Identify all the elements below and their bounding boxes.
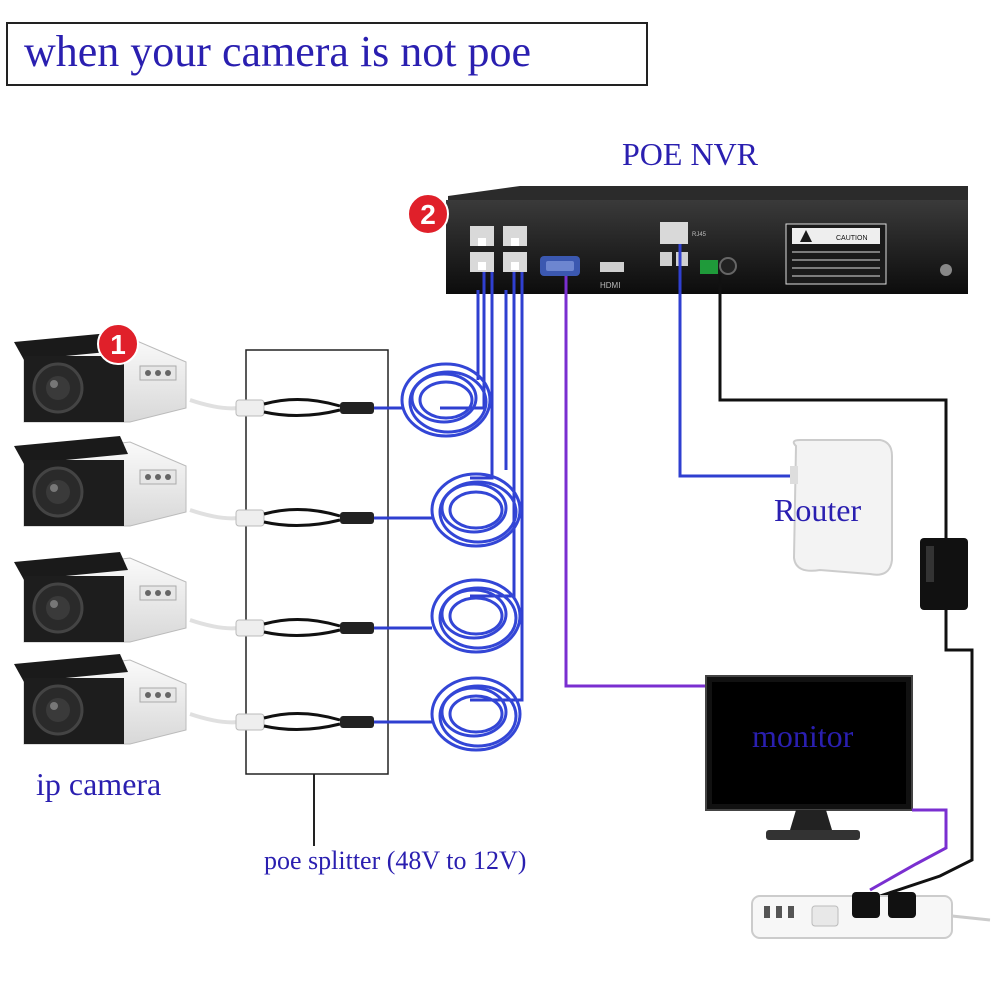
nvr-badge-number: 2 bbox=[420, 199, 436, 230]
poe-splitter-box bbox=[245, 349, 389, 775]
nvr-caution-label: CAUTION bbox=[785, 223, 887, 285]
nvr-hdmi-port: HDMI bbox=[600, 262, 624, 290]
ip-camera-3 bbox=[14, 552, 187, 643]
router-device bbox=[790, 439, 893, 576]
nvr-power-cable bbox=[718, 274, 948, 540]
nvr-terminal bbox=[700, 260, 718, 274]
cable-coil-3 bbox=[430, 578, 522, 654]
adapter-power-cable bbox=[879, 610, 974, 898]
monitor-power-cable bbox=[869, 808, 948, 892]
caution-text: CAUTION bbox=[836, 235, 868, 242]
ip-camera-2 bbox=[14, 436, 187, 527]
nvr-vga-port bbox=[540, 256, 580, 276]
cable-coil-4 bbox=[430, 676, 522, 752]
page-title: when your camera is not poe bbox=[24, 27, 532, 76]
monitor-device bbox=[705, 675, 913, 840]
nvr-device: HDMI RJ45 CAUTION bbox=[446, 186, 968, 294]
camera-badge: 1 bbox=[97, 323, 139, 365]
title-box bbox=[6, 22, 648, 86]
splitter-row-4 bbox=[189, 711, 432, 732]
poe-splitter-label: poe splitter (48V to 12V) bbox=[264, 846, 527, 875]
splitter-row-1 bbox=[189, 397, 402, 418]
vga-cable bbox=[564, 276, 708, 688]
cable-coil-2 bbox=[430, 472, 522, 548]
hdmi-label: HDMI bbox=[600, 281, 620, 290]
power-strip bbox=[751, 892, 991, 939]
splitter-row-2 bbox=[189, 507, 432, 528]
ip-camera-1 bbox=[14, 332, 187, 423]
nvr-ground-screw bbox=[940, 264, 952, 276]
ip-camera-label: ip camera bbox=[36, 766, 162, 802]
monitor-label: monitor bbox=[752, 718, 854, 754]
nvr-badge: 2 bbox=[407, 193, 449, 235]
poe-nvr-label: POE NVR bbox=[622, 136, 759, 172]
splitter-row-3 bbox=[189, 617, 432, 638]
nvr-poe-ports bbox=[470, 226, 527, 272]
cable-coil-1 bbox=[400, 362, 492, 438]
ip-cameras bbox=[14, 332, 187, 745]
router-label: Router bbox=[774, 492, 862, 528]
ip-camera-4 bbox=[14, 654, 187, 745]
power-adapter bbox=[920, 538, 968, 610]
cable-coils bbox=[400, 362, 522, 752]
rj45-label: RJ45 bbox=[692, 232, 707, 238]
nvr-power-jack bbox=[719, 257, 737, 275]
camera-badge-number: 1 bbox=[110, 329, 126, 360]
router-cable bbox=[678, 244, 796, 478]
